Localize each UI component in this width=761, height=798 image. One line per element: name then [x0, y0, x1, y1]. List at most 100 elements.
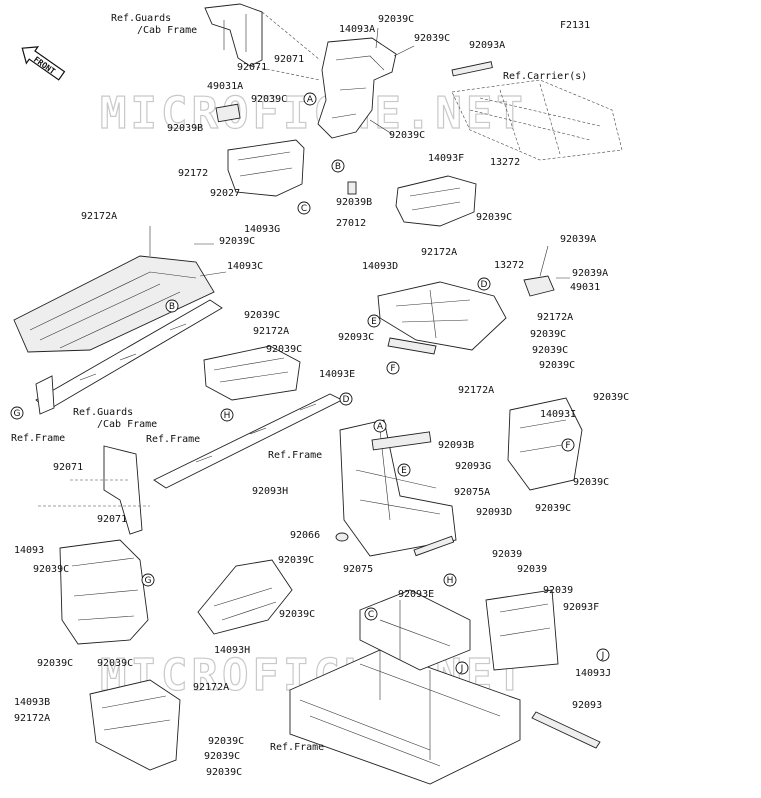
- part-number-label: 92039C: [530, 329, 566, 340]
- part-number-label: 92172A: [458, 385, 494, 396]
- part-number-label: 92172A: [537, 312, 573, 323]
- part-number-label: 13272: [490, 157, 520, 168]
- part-number-label: 92093H: [252, 486, 288, 497]
- callout-marker: J: [596, 648, 610, 662]
- part-number-label: 14093F: [428, 153, 464, 164]
- part-number-label: 92093E: [398, 589, 434, 600]
- callout-marker: A: [303, 92, 317, 106]
- part-number-label: 27012: [336, 218, 366, 229]
- callout-marker: D: [477, 277, 491, 291]
- callout-marker: G: [10, 406, 24, 420]
- part-number-label: 49031A: [207, 81, 243, 92]
- part-number-label: 92093F: [563, 602, 599, 613]
- callout-letter: E: [401, 466, 407, 476]
- callout-letter: F: [565, 441, 570, 451]
- part-number-label: 92172A: [193, 682, 229, 693]
- part-number-label: 13272: [494, 260, 524, 271]
- part-number-label: 92039: [543, 585, 573, 596]
- part-number-label: 92071: [97, 514, 127, 525]
- part-number-label: 92071: [237, 62, 267, 73]
- drawing-49031: [523, 245, 570, 297]
- part-number-label: 92039C: [389, 130, 425, 141]
- part-number-label: 14093D: [362, 261, 398, 272]
- callout-circle: [373, 419, 387, 433]
- callout-marker: C: [364, 607, 378, 621]
- reference-label: /Cab Frame: [97, 419, 157, 430]
- part-number-label: 92172A: [81, 211, 117, 222]
- callout-marker: F: [561, 438, 575, 452]
- part-number-label: 92071: [274, 54, 304, 65]
- callout-marker: F: [386, 361, 400, 375]
- part-number-label: 92027: [210, 188, 240, 199]
- callout-letter: C: [368, 610, 374, 620]
- callout-letter: G: [14, 409, 21, 419]
- part-number-label: 92093B: [438, 440, 474, 451]
- part-number-label: 14093B: [14, 697, 50, 708]
- callout-circle: [297, 201, 311, 215]
- part-number-label: 14093A: [339, 24, 375, 35]
- callout-letter: B: [169, 302, 175, 312]
- callout-circle: [477, 277, 491, 291]
- callout-marker: H: [443, 573, 457, 587]
- part-number-label: 14093G: [244, 224, 280, 235]
- part-number-label: 92071: [53, 462, 83, 473]
- part-number-label: 92039C: [219, 236, 255, 247]
- part-number-label: 92039C: [378, 14, 414, 25]
- part-number-label: 92093A: [469, 40, 505, 51]
- reference-label: Ref.Frame: [268, 450, 322, 461]
- callout-marker: B: [165, 299, 179, 313]
- callout-marker: D: [339, 392, 353, 406]
- callout-circle: [397, 463, 411, 477]
- drawing-14093: [59, 539, 149, 645]
- part-number-label: 92039C: [244, 310, 280, 321]
- callout-letter: H: [224, 411, 231, 421]
- callout-marker: G: [141, 573, 155, 587]
- drawing-14093B: [89, 679, 181, 771]
- part-number-label: 92039: [517, 564, 547, 575]
- callout-letter: G: [145, 576, 152, 586]
- part-number-label: 92039A: [560, 234, 596, 245]
- callout-letter: J: [460, 664, 464, 674]
- part-number-label: 92172A: [14, 713, 50, 724]
- drawing-14093H: [197, 559, 293, 635]
- callout-circle: [339, 392, 353, 406]
- reference-label: Ref.Frame: [11, 433, 65, 444]
- part-number-label: 92039C: [593, 392, 629, 403]
- part-number-label: 92039C: [278, 555, 314, 566]
- callout-letter: H: [447, 576, 454, 586]
- part-number-label: 92066: [290, 530, 320, 541]
- callout-letter: F: [390, 364, 395, 374]
- part-number-label: 92039A: [572, 268, 608, 279]
- drawing-carrier-ref: [451, 61, 623, 161]
- callout-circle: [561, 438, 575, 452]
- callout-letter: D: [343, 395, 350, 405]
- drawing-14093I: [507, 397, 583, 491]
- reference-labels: Ref.Guards/Cab FrameRef.Carrier(s)Ref.Fr…: [11, 13, 587, 753]
- part-number-label: 92039B: [336, 197, 372, 208]
- callout-marker: E: [367, 314, 381, 328]
- part-number-label: 92172A: [421, 247, 457, 258]
- part-number-label: 14093: [14, 545, 44, 556]
- part-number-label: 14093I: [540, 409, 576, 420]
- drawing-main-frame: [289, 589, 601, 785]
- drawing-center-bracket: [335, 419, 457, 557]
- callout-circle: [596, 648, 610, 662]
- figure-code: F2131: [560, 20, 590, 31]
- drawing-14093F: [347, 175, 477, 227]
- part-number-label: 92039C: [97, 658, 133, 669]
- part-number-label: 14093E: [319, 369, 355, 380]
- callout-circle: [165, 299, 179, 313]
- part-number-label: 92039C: [476, 212, 512, 223]
- callout-circle: [10, 406, 24, 420]
- front-arrow-icon: FRONT: [21, 46, 66, 81]
- drawing-14093C: [13, 226, 227, 353]
- drawing-14093E: [203, 345, 301, 401]
- drawing-frame-rail-left: [35, 299, 223, 415]
- part-number-label: 92093: [572, 700, 602, 711]
- callout-circle: [386, 361, 400, 375]
- part-number-label: 92039C: [539, 360, 575, 371]
- part-number-label: 92075A: [454, 487, 490, 498]
- callout-circle: [220, 408, 234, 422]
